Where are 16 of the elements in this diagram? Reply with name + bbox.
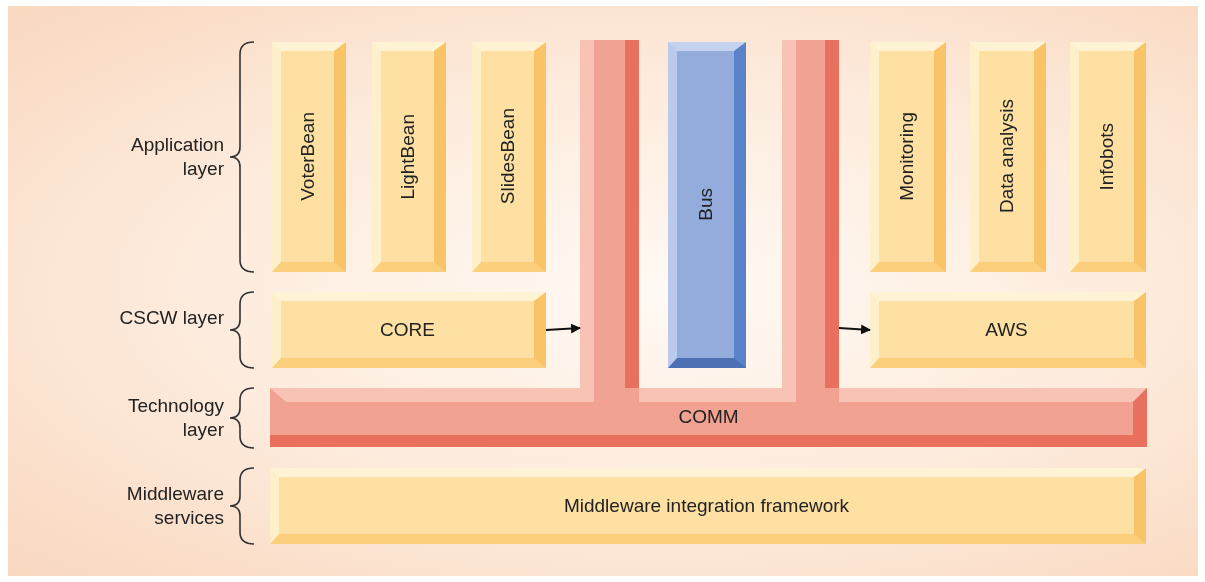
component-box: SlidesBean	[472, 42, 546, 272]
component-box: Data analysis	[970, 42, 1046, 272]
layer-label: Application layer	[130, 133, 224, 181]
arrow	[545, 323, 581, 334]
component-box: VoterBean	[272, 42, 346, 272]
layer-label: Middleware services	[125, 482, 224, 530]
arrow	[838, 324, 871, 335]
component-box: AWS	[870, 292, 1146, 368]
component-box: Monitoring	[870, 42, 946, 272]
bus-column: Bus	[668, 42, 746, 368]
layer-label: Technology layer	[126, 394, 224, 442]
component-box: Infobots	[1070, 42, 1146, 272]
framework-bar: Middleware integration framework	[270, 468, 1146, 544]
layer-label: CSCW layer	[118, 306, 224, 330]
component-box: CORE	[272, 292, 546, 368]
component-box: LightBean	[372, 42, 446, 272]
